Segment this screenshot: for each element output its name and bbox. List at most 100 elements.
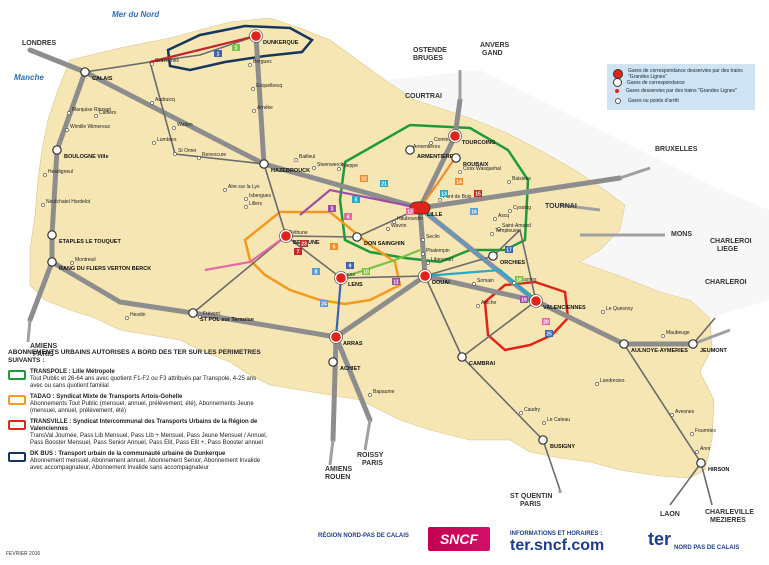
- station-marker[interactable]: CALAIS: [80, 67, 113, 82]
- stop-marker[interactable]: Croix Wasquehal: [458, 166, 501, 174]
- line-number-text: 17: [506, 248, 512, 254]
- station-marker[interactable]: DOUAI: [418, 269, 451, 287]
- station-marker[interactable]: ROUBAIX: [451, 153, 489, 168]
- station-marker[interactable]: ACHIET: [328, 357, 361, 372]
- stop-marker[interactable]: Watten: [172, 122, 193, 130]
- stop-marker[interactable]: Somain: [472, 278, 494, 286]
- stop-marker[interactable]: Avesnes: [670, 409, 695, 417]
- stop-marker[interactable]: Neufchatel Hardelot: [41, 199, 91, 207]
- stop-marker[interactable]: Wavrin: [386, 223, 407, 231]
- stop-marker[interactable]: Landrecies: [595, 378, 625, 386]
- stop-marker[interactable]: Steenwerck: [312, 162, 344, 170]
- line-number-badge: 15: [474, 190, 482, 198]
- station-marker[interactable]: LENS: [334, 271, 364, 289]
- station-marker[interactable]: ORCHIES: [488, 251, 526, 266]
- stop-marker[interactable]: Cysoing: [508, 205, 531, 213]
- stop-marker[interactable]: Ascq: [493, 213, 509, 221]
- stop-marker[interactable]: Hesdigneul: [43, 169, 73, 177]
- station-marker[interactable]: ARRAS: [329, 330, 363, 348]
- stop-marker[interactable]: Marquise Rinxent: [67, 107, 112, 115]
- stop-marker[interactable]: Libercourt: [426, 257, 454, 265]
- stop-marker[interactable]: Comines: [429, 137, 454, 145]
- stop-marker[interactable]: Anor: [695, 446, 711, 454]
- stop-marker[interactable]: Bergues: [248, 59, 272, 67]
- station-marker[interactable]: DUNKERQUE: [249, 29, 299, 47]
- stop-marker[interactable]: Saint-Amand: [497, 223, 531, 231]
- external-destination-label: ROISSY: [357, 452, 384, 459]
- station-marker[interactable]: HAZEBROUCK: [259, 159, 310, 174]
- station-marker[interactable]: JEUMONT: [688, 339, 728, 354]
- stop-marker[interactable]: Frévent: [198, 311, 221, 319]
- stop-marker[interactable]: Gravelines: [150, 58, 179, 66]
- external-destination-label: PARIS: [520, 501, 541, 508]
- stop-marker[interactable]: Lillers: [244, 201, 263, 209]
- stop-marker[interactable]: Templeuve: [490, 228, 519, 236]
- external-destination-label: ROUEN: [325, 474, 350, 481]
- stop-marker[interactable]: Wimille Wimereux: [65, 124, 111, 132]
- line-number-text: 19: [521, 298, 527, 304]
- line-number-badge: 12: [406, 208, 414, 216]
- stop-marker[interactable]: Bailleul: [294, 154, 315, 162]
- station-marker[interactable]: TOURCOING: [448, 129, 496, 147]
- stop-marker[interactable]: Baisieux: [507, 176, 531, 184]
- stop-label: Bailleul: [299, 154, 315, 160]
- stop-marker[interactable]: Nieppe: [337, 163, 358, 171]
- station-marker[interactable]: AULNOYE-AYMERIES: [619, 339, 688, 354]
- station-marker[interactable]: BOULOGNE Ville: [52, 145, 109, 160]
- stop-marker[interactable]: Montreuil: [70, 257, 96, 265]
- stop-marker[interactable]: Isbergues: [244, 193, 271, 201]
- stop-marker[interactable]: Caudry: [519, 407, 541, 415]
- stop-marker[interactable]: Haubourdin: [392, 216, 423, 224]
- stop-marker[interactable]: Arnèke: [252, 105, 273, 113]
- legend-label: Gares ou points d'arrêt: [628, 98, 679, 104]
- station-marker[interactable]: HIRSON: [696, 458, 730, 473]
- stop-label: Béthune: [289, 230, 308, 236]
- station-label: DON SAINGHIN: [364, 241, 405, 247]
- info-block: INFORMATIONS ET HORAIRES : ter.sncf.com: [510, 531, 604, 555]
- line-number-text: 3: [331, 207, 334, 213]
- stop-label: Baisieux: [512, 176, 531, 182]
- stop-marker[interactable]: Esquelbecq: [251, 83, 282, 91]
- stop-marker[interactable]: Phalempin: [421, 248, 450, 256]
- stop-marker[interactable]: St Omer: [173, 148, 197, 156]
- external-destination-label: TOURNAI: [545, 203, 577, 210]
- stop-marker[interactable]: Aire sur la Lys: [223, 184, 260, 192]
- stop-marker[interactable]: Bapaume: [368, 389, 395, 397]
- station-label: CAMBRAI: [469, 361, 495, 367]
- station-marker[interactable]: BUSIGNY: [538, 435, 576, 450]
- stop-label: Montreuil: [75, 257, 96, 263]
- line-number-text: 9: [349, 264, 352, 270]
- info-url-link[interactable]: ter.sncf.com: [510, 537, 605, 554]
- stop-marker[interactable]: Fourmies: [690, 428, 716, 436]
- station-marker[interactable]: VALENCIENNES: [529, 294, 587, 312]
- stop-marker[interactable]: Seclin: [421, 234, 440, 242]
- station-marker[interactable]: RANG DU FLIERS VERTON BERCK: [47, 257, 151, 272]
- station-marker[interactable]: CAMBRAI: [457, 352, 496, 367]
- stop-marker[interactable]: Le Cateau: [542, 417, 570, 425]
- stop-marker[interactable]: Renescure: [197, 152, 226, 160]
- stop-marker[interactable]: Hesdin: [125, 312, 146, 320]
- subscriptions-title: ABONNEMENTS URBAINS AUTORISES A BORD DES…: [8, 349, 261, 364]
- stop-label: Fourmies: [695, 428, 716, 434]
- stop-marker[interactable]: Pont de Bois: [438, 194, 472, 202]
- ter-lines: [149, 34, 537, 338]
- station-label: HIRSON: [708, 467, 729, 473]
- stop-marker[interactable]: Lumbres: [152, 137, 177, 145]
- border-arrows: [26, 70, 731, 493]
- line-number-badge: 11: [392, 278, 400, 286]
- stop-marker[interactable]: Aniche: [476, 300, 497, 308]
- stop-label: Caudry: [524, 407, 541, 413]
- stop-label: Saint-Amand: [502, 223, 531, 229]
- stop-marker[interactable]: Caffiers: [94, 110, 117, 118]
- stop-marker[interactable]: Raismes: [512, 277, 537, 285]
- line-number-badge: 14: [455, 178, 463, 186]
- stop-marker[interactable]: Maubeuge: [661, 330, 690, 338]
- stop-marker[interactable]: Audruicq: [150, 97, 175, 105]
- stop-marker[interactable]: Le Quesnoy: [601, 306, 633, 314]
- station-marker[interactable]: ARMENTIÈRES: [405, 145, 458, 160]
- station-marker[interactable]: ST POL sur Ternoise: [188, 308, 254, 323]
- station-marker[interactable]: ETAPLES LE TOUQUET: [47, 230, 122, 245]
- subscription-description: TransVal Journée, Pass Lib Mensuel, Pass…: [30, 433, 268, 446]
- line-number-text: 5: [355, 198, 358, 204]
- station-marker[interactable]: DON SAINGHIN: [352, 232, 405, 247]
